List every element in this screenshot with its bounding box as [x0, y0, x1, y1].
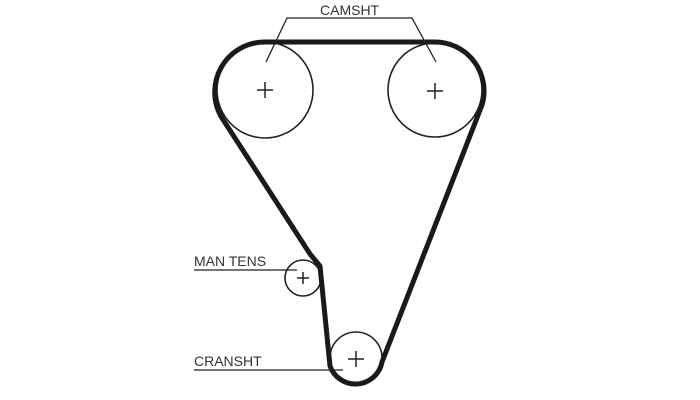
camshaft-label: CAMSHT: [320, 2, 380, 18]
center-marks: [257, 82, 443, 367]
crankshaft-label: CRANSHT: [194, 353, 262, 369]
plus-icon: [257, 82, 273, 98]
plus-icon: [348, 351, 364, 367]
timing-belt: [212, 39, 487, 387]
plus-icon: [427, 83, 443, 99]
plus-icon: [297, 272, 309, 284]
leader-lines: [194, 17, 437, 371]
tensioner-label: MAN TENS: [194, 253, 266, 269]
